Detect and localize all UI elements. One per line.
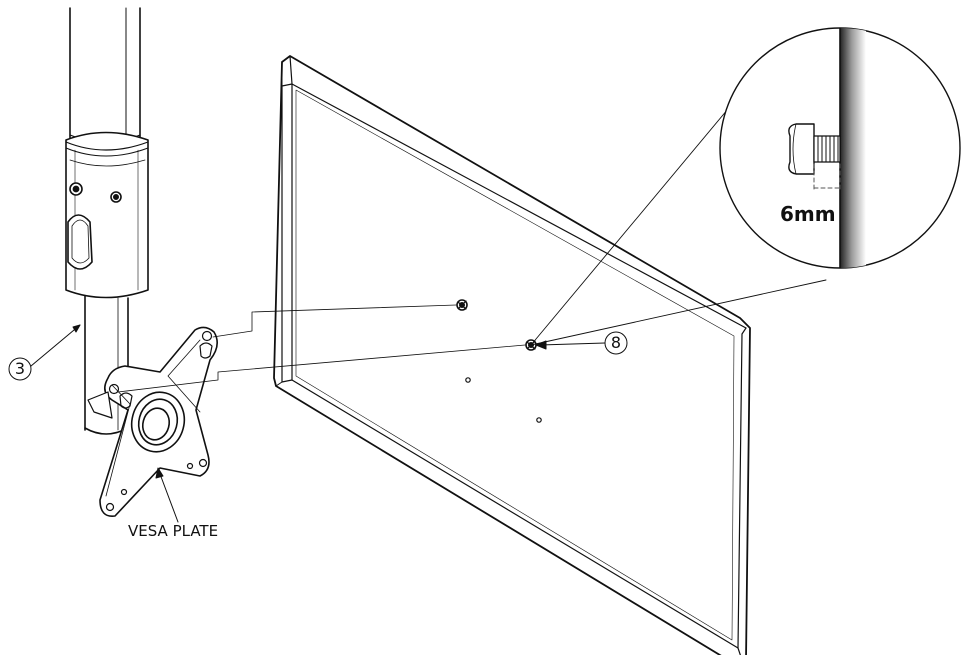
monitor xyxy=(273,55,751,660)
callout-8-number: 8 xyxy=(610,333,622,352)
pole-upper-tube xyxy=(69,7,141,144)
alignment-lines xyxy=(117,304,526,393)
vesa-plate-leader xyxy=(155,467,179,523)
callout-3-number: 3 xyxy=(14,359,26,378)
vesa-plate-label: VESA PLATE xyxy=(128,522,219,540)
vesa-plate xyxy=(87,326,218,517)
callout-3-leader xyxy=(8,324,81,381)
dimension-label: 6mm xyxy=(780,202,836,226)
screw-upper-left xyxy=(456,299,468,311)
clamp-collar xyxy=(65,131,149,299)
callout-8-leader xyxy=(535,331,628,355)
detail-view xyxy=(530,27,961,346)
